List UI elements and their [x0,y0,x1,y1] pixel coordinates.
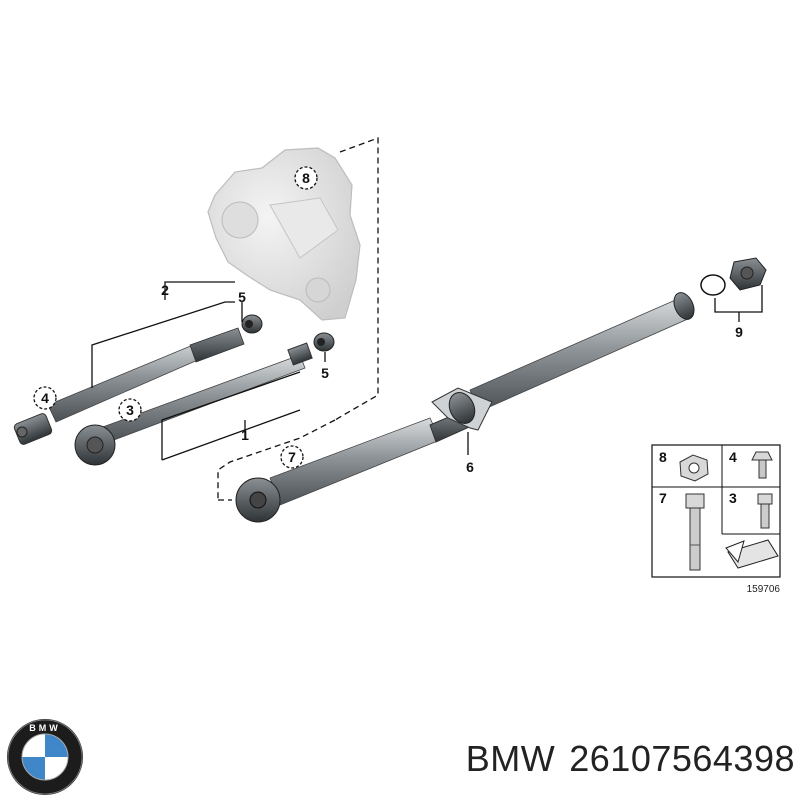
callout-9: 9 [735,324,743,340]
rear-driveshaft [235,292,695,523]
callout-6: 6 [466,459,474,475]
flange-nut-and-ring [700,257,767,296]
callout-circle-3 [118,398,142,422]
callout-5-upper: 5 [238,289,246,305]
legend-number-4: 4 [729,449,737,465]
callout-3: 3 [126,402,134,418]
bushing-5-lower [313,332,335,352]
diagram-reference-number: 159706 [747,584,781,595]
center-bearing [431,387,493,431]
bmw-logo-text: BMW [29,723,61,733]
part-caption: BMW 26107564398 [410,738,795,780]
legend-number-3: 3 [729,490,737,506]
callout-7: 7 [288,449,296,465]
front-driveshaft-2 [13,327,245,445]
group-boundary-lines [217,137,379,501]
callout-8: 8 [302,170,310,186]
legend-number-8: 8 [659,449,667,465]
part-number: 26107564398 [569,738,795,779]
front-driveshaft-1 [74,342,313,466]
short-bolt-icon [757,493,773,529]
callout-circle-8 [294,166,318,190]
bmw-logo-icon: BMW [7,719,83,795]
brand-name: BMW [465,738,556,779]
bushing-5-upper [241,314,263,334]
callout-circle-7 [280,445,304,469]
callout-2: 2 [161,282,169,298]
long-bolt-icon [685,493,705,571]
callout-circle-4 [33,386,57,410]
legend-number-7: 7 [659,490,667,506]
callout-4: 4 [41,390,49,406]
fastener-legend: 8 4 7 3 [651,444,781,578]
flange-bolt-icon [751,451,773,479]
replace-arrow-icon [725,539,779,569]
hex-nut-icon [679,454,709,482]
leader-lines [91,281,763,461]
transfer-case-housing [207,147,361,321]
callout-1: 1 [241,427,249,443]
callout-5-lower: 5 [321,365,329,381]
